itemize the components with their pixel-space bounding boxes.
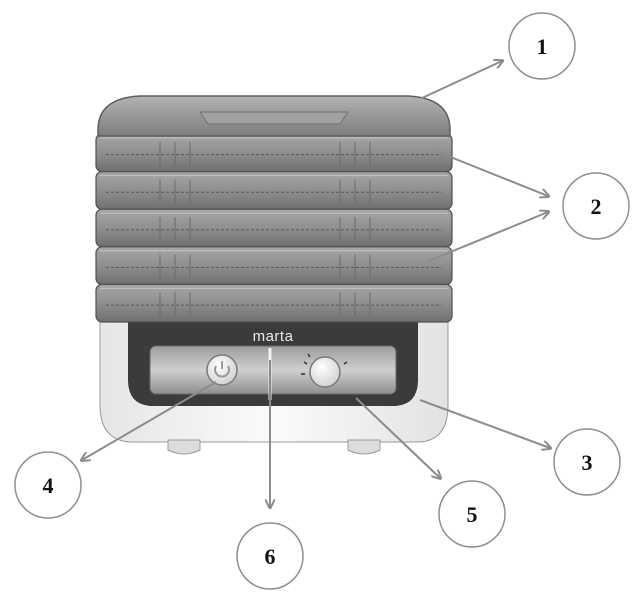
svg-text:2: 2 <box>591 194 602 219</box>
svg-text:1: 1 <box>537 34 548 59</box>
callout-3: 3 <box>553 428 621 496</box>
brand-logo: marta <box>253 328 294 345</box>
svg-text:6: 6 <box>265 544 276 569</box>
tray-1[interactable] <box>95 133 453 173</box>
callout-6: 6 <box>236 522 304 590</box>
callout-4: 4 <box>14 451 82 519</box>
knob-scale-ticks <box>301 353 348 375</box>
arrow-1 <box>421 61 502 99</box>
tray-3[interactable] <box>95 208 453 248</box>
tray-2[interactable] <box>95 171 453 210</box>
arrow-4 <box>82 381 217 460</box>
callout-1: 1 <box>508 12 576 80</box>
svg-text:4: 4 <box>43 473 54 498</box>
callout-2: 2 <box>562 172 630 240</box>
leader-arrows <box>82 61 550 507</box>
svg-text:3: 3 <box>582 450 593 475</box>
arrow-2b <box>425 212 548 263</box>
callouts: 1 2 3 4 5 6 <box>14 12 630 590</box>
power-button[interactable] <box>206 354 238 386</box>
lid-handle <box>199 111 349 125</box>
power-icon <box>214 361 230 378</box>
tray-stack <box>95 133 453 323</box>
arrow-3 <box>419 399 550 448</box>
base-unit: marta <box>99 319 449 455</box>
arrow-5 <box>355 397 440 478</box>
lid[interactable] <box>97 95 451 137</box>
tray-4[interactable] <box>95 246 453 286</box>
tray-5[interactable] <box>95 283 453 323</box>
left-foot <box>167 439 201 455</box>
arrow-2a <box>437 151 548 196</box>
temperature-knob[interactable] <box>301 353 348 388</box>
svg-text:5: 5 <box>467 502 478 527</box>
control-plate <box>149 345 397 395</box>
right-foot <box>347 439 381 455</box>
callout-5: 5 <box>438 480 506 548</box>
